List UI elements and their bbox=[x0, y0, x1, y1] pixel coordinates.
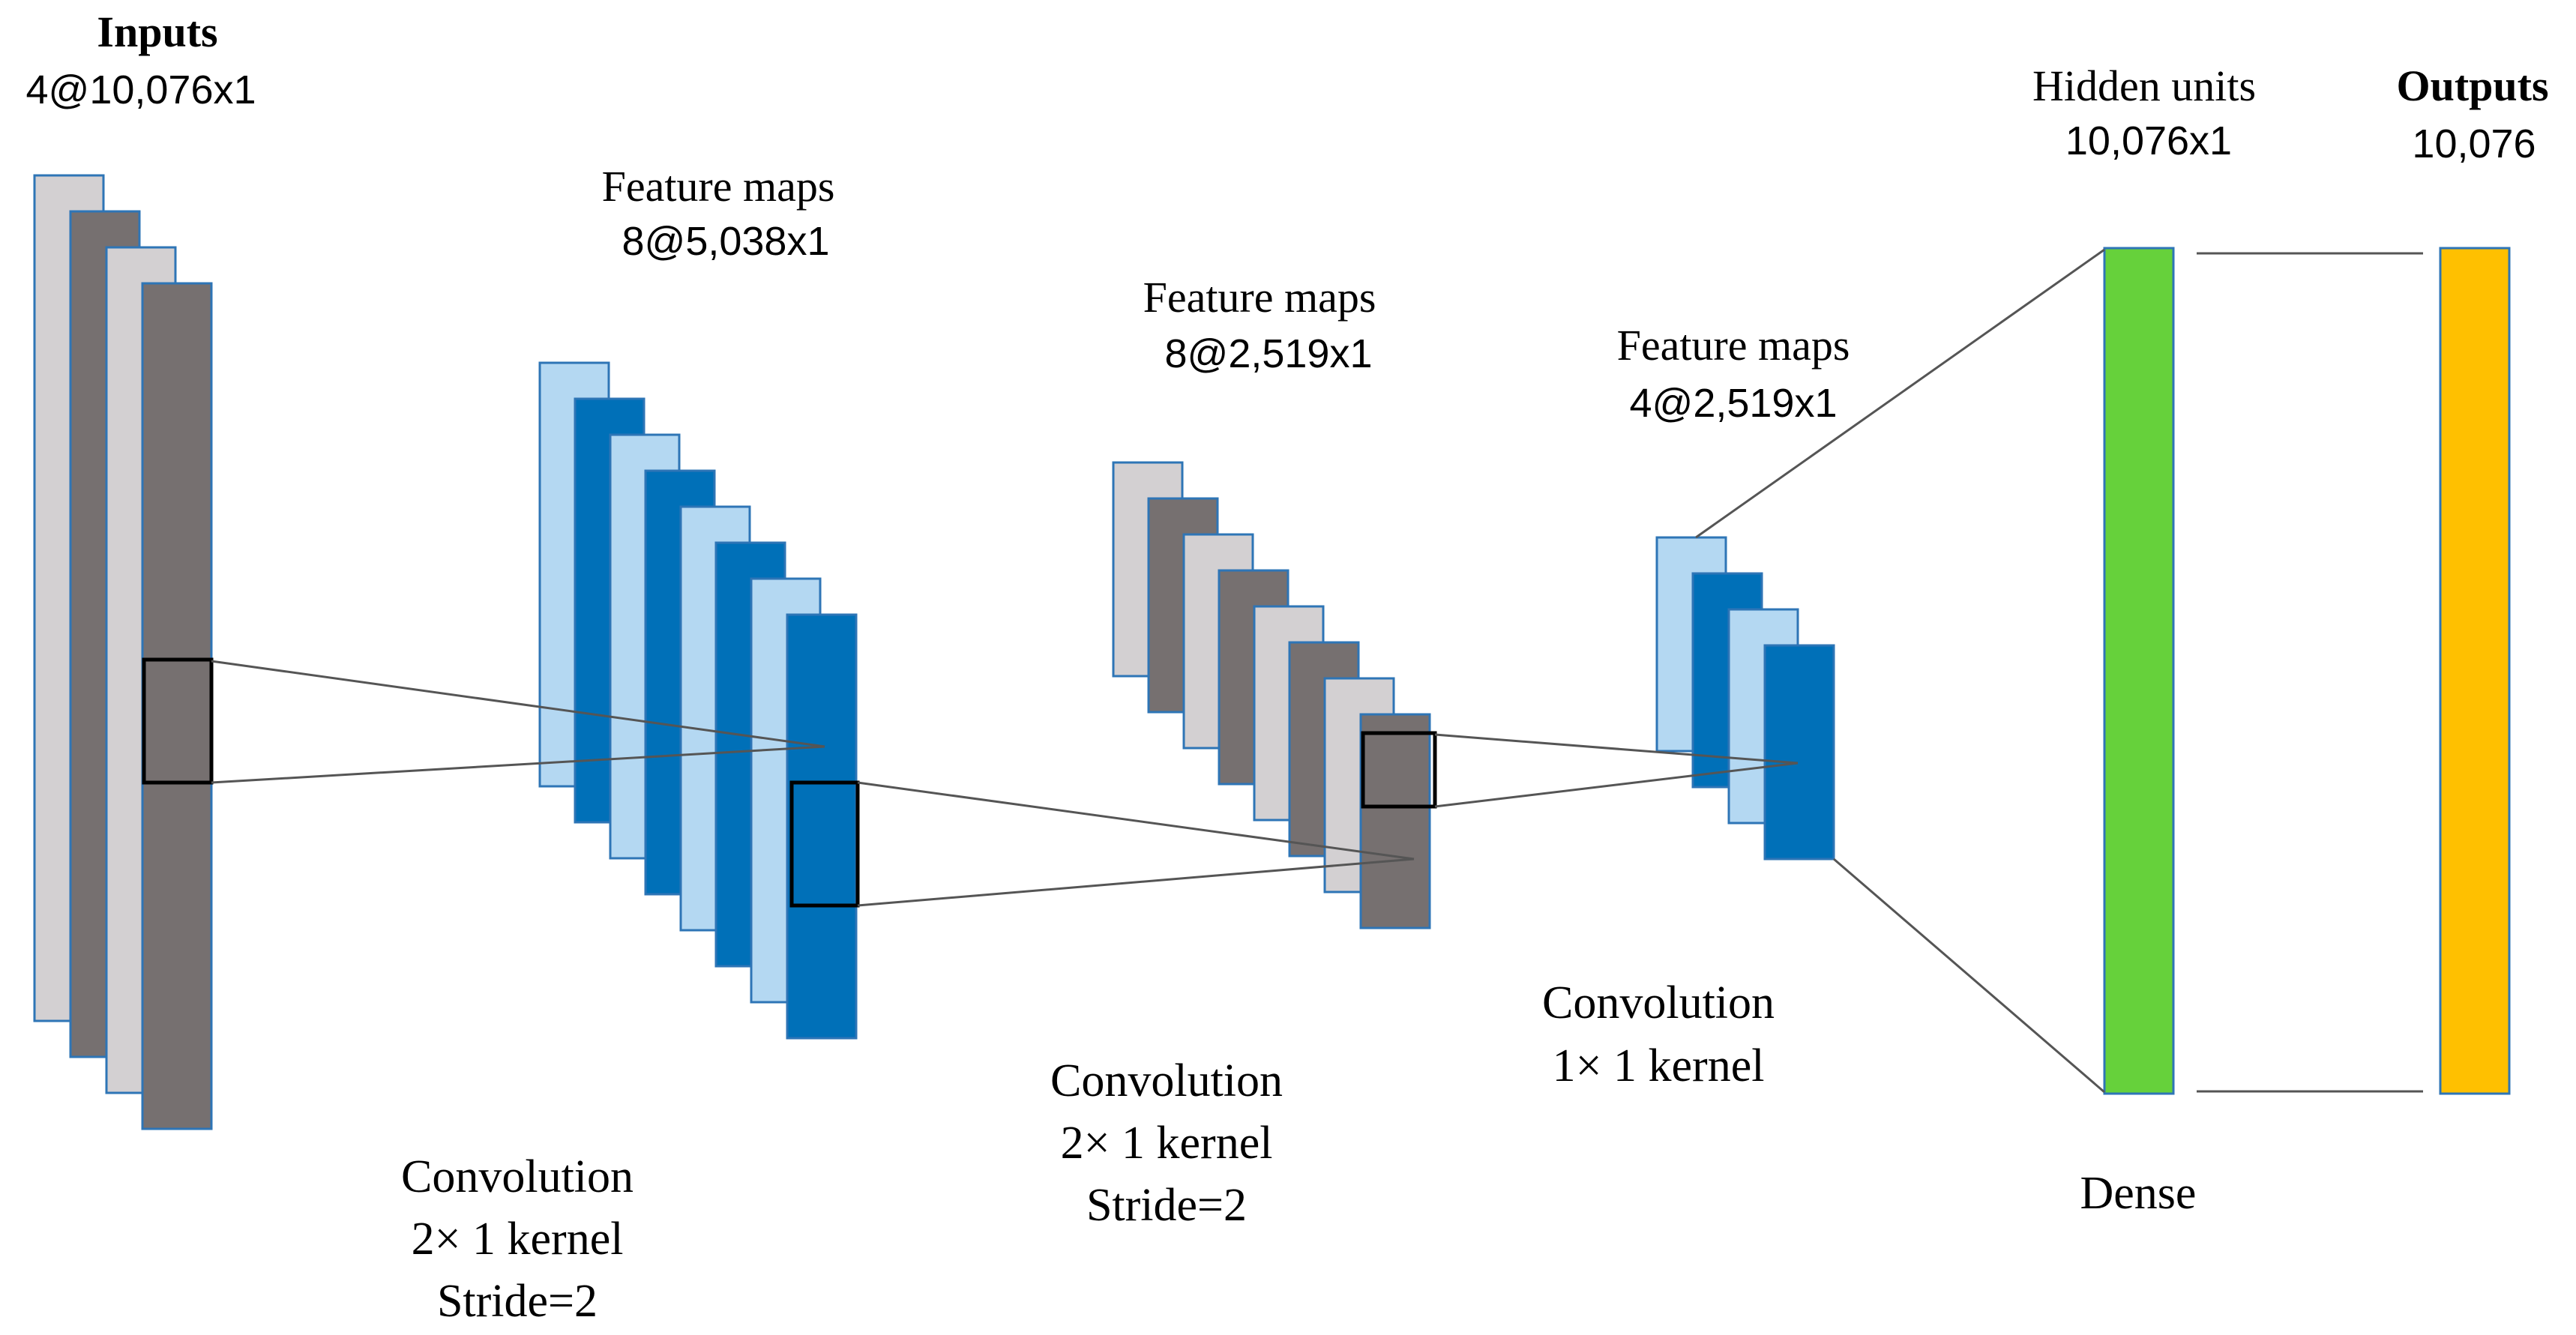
dense-fan-bottom bbox=[1833, 858, 2105, 1094]
conv2-dims: 8@2,519x1 bbox=[1164, 331, 1372, 376]
conv2-title: Feature maps bbox=[1143, 273, 1376, 322]
op1-line3: Stride=2 bbox=[437, 1276, 598, 1327]
conv3-dims: 4@2,519x1 bbox=[1629, 381, 1837, 426]
outputs-bar bbox=[2439, 247, 2511, 1095]
connector-1-bottom bbox=[211, 745, 825, 784]
op3-line2: 1× 1 kernel bbox=[1553, 1040, 1765, 1091]
op3-line1: Convolution bbox=[1542, 977, 1775, 1028]
op1-line1: Convolution bbox=[401, 1151, 634, 1202]
receptive-field-box-2 bbox=[789, 780, 860, 908]
conv3-map-4 bbox=[1763, 644, 1835, 861]
receptive-field-box-1 bbox=[142, 657, 214, 785]
conv2-map-8 bbox=[1359, 713, 1431, 929]
conv2-feature-map-stack bbox=[1112, 461, 1437, 929]
hidden-units-dims: 10,076x1 bbox=[2065, 118, 2232, 163]
outputs-title: Outputs bbox=[2396, 61, 2548, 110]
conv1-feature-map-stack bbox=[538, 361, 860, 1040]
inputs-title: Inputs bbox=[97, 7, 217, 56]
conv1-dims: 8@5,038x1 bbox=[622, 219, 829, 264]
conv3-feature-map-stack bbox=[1655, 536, 1835, 861]
outputs-dims: 10,076 bbox=[2412, 121, 2536, 166]
input-map-4 bbox=[141, 282, 213, 1130]
connector-2-top bbox=[857, 781, 1415, 861]
connector-3-top bbox=[1434, 733, 1799, 765]
op1-line2: 2× 1 kernel bbox=[412, 1214, 624, 1265]
dense-fan-top bbox=[1695, 248, 2105, 539]
connector-3-bottom bbox=[1434, 762, 1799, 808]
conv3-title: Feature maps bbox=[1617, 321, 1850, 370]
receptive-field-box-3 bbox=[1361, 731, 1437, 809]
hidden-units-title: Hidden units bbox=[2032, 61, 2256, 110]
connector-lines bbox=[211, 248, 2423, 1094]
op4-line1: Dense bbox=[2080, 1168, 2197, 1219]
inputs-dims: 4@10,076x1 bbox=[25, 67, 256, 112]
hidden-units-bar bbox=[2103, 247, 2175, 1095]
op2-line3: Stride=2 bbox=[1086, 1180, 1247, 1231]
input-layer-stack bbox=[33, 174, 214, 1130]
conv1-title: Feature maps bbox=[602, 162, 835, 211]
connector-1-top bbox=[211, 660, 825, 748]
op2-line1: Convolution bbox=[1050, 1055, 1283, 1106]
connector-2-bottom bbox=[857, 858, 1415, 907]
conv1-map-8 bbox=[786, 613, 858, 1040]
op2-line2: 2× 1 kernel bbox=[1061, 1118, 1273, 1169]
